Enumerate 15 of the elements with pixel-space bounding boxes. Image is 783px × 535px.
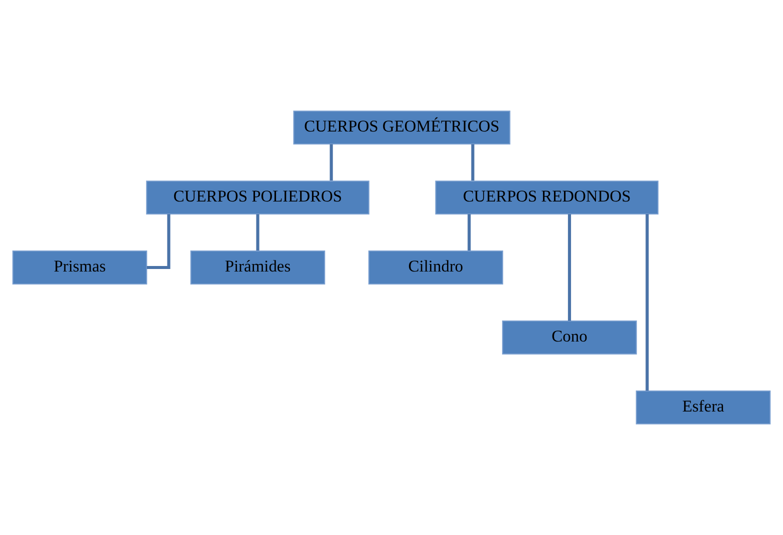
connector [146,214,170,270]
node-box: Cono [502,320,637,354]
node-box: Prismas [12,250,148,284]
connector [330,144,333,181]
node-box: CUERPOS REDONDOS [435,180,658,215]
node-box: CUERPOS GEOMÉTRICOS [293,110,510,145]
node-box: CUERPOS POLIEDROS [146,180,370,215]
connector [646,214,649,391]
node-box: Cilindro [368,250,504,284]
connector [256,214,260,251]
node-box: Esfera [636,390,771,424]
connector [468,214,471,251]
node-box: Pirámides [190,250,326,284]
connector [471,144,474,181]
connector [568,214,572,321]
